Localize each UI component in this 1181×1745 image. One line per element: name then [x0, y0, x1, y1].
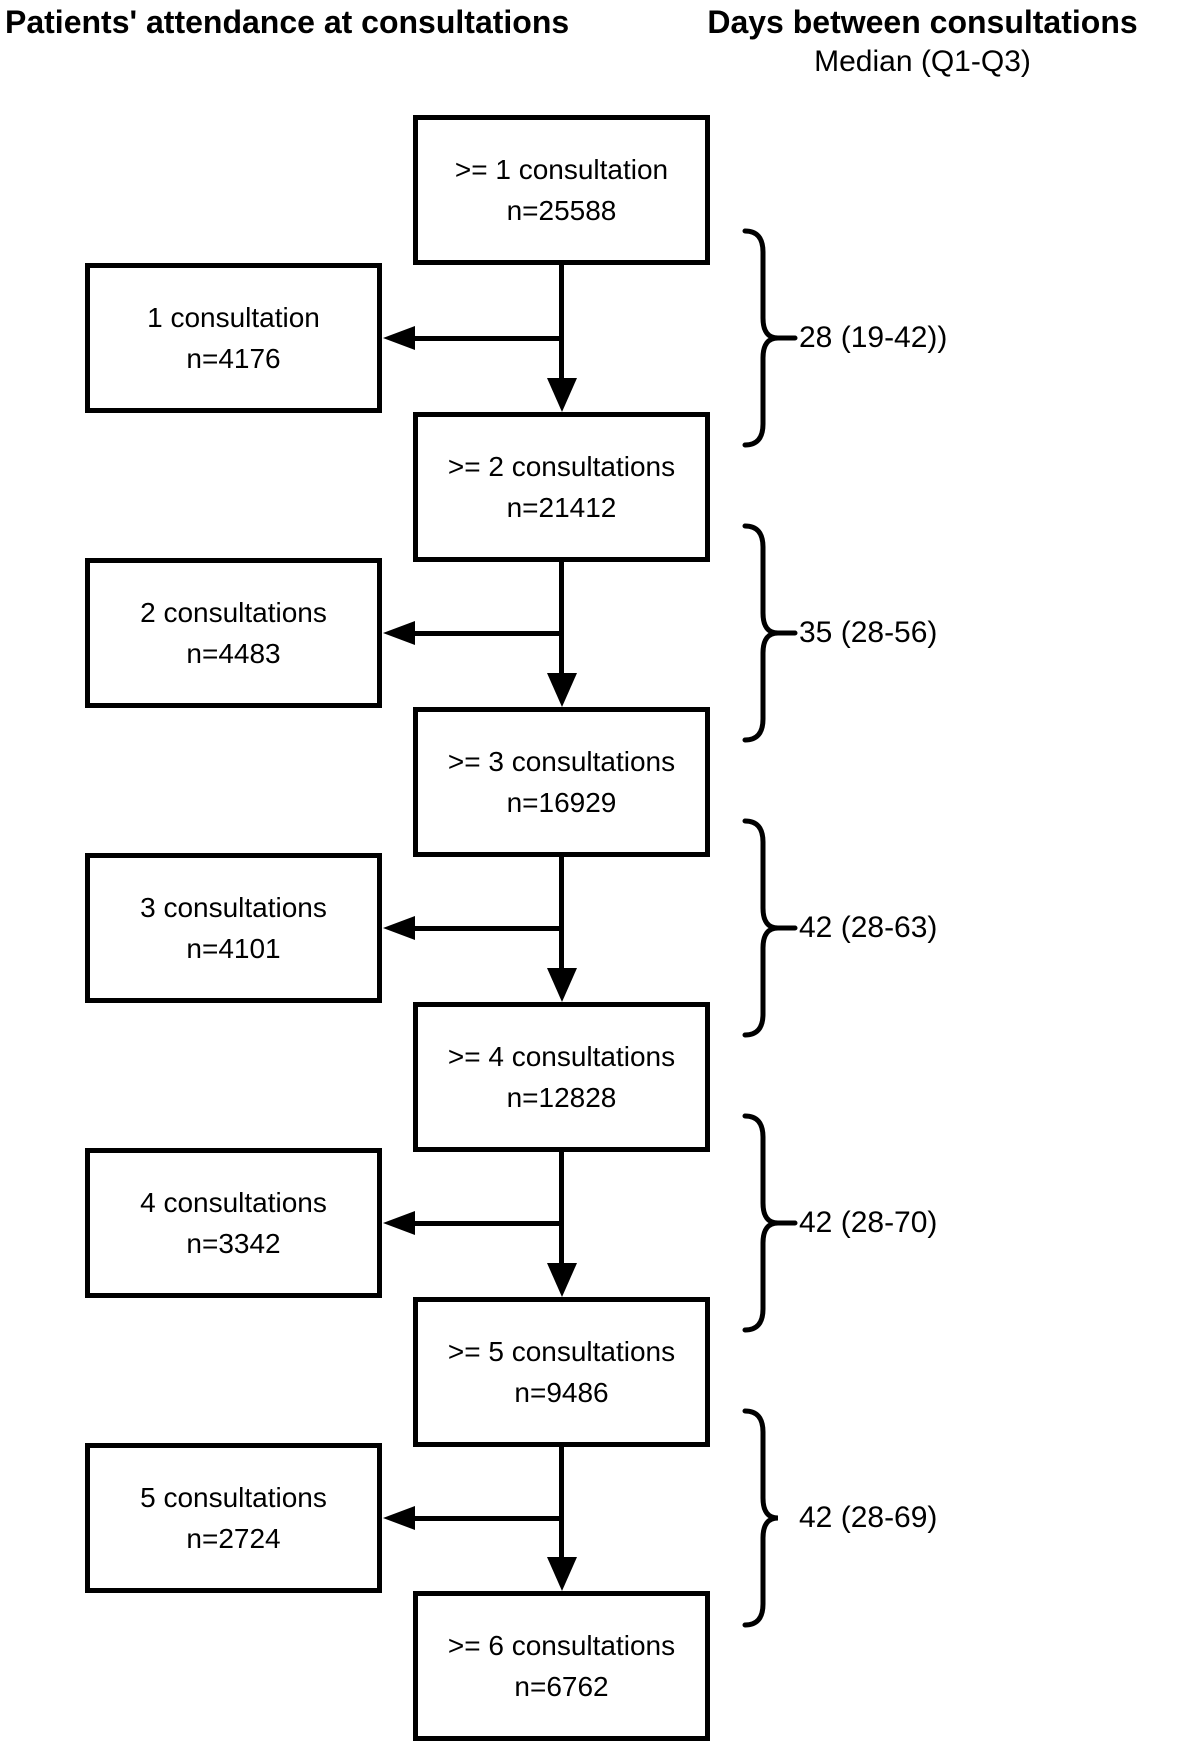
exit-box-label: 4 consultations [140, 1187, 327, 1218]
left-arrow-icon [383, 1211, 415, 1235]
flow-line-down-4 [559, 1147, 564, 1265]
flow-line-down-3 [559, 852, 564, 970]
left-arrow-icon [383, 1506, 415, 1530]
interval-value-4: 42 (28-70) [799, 1206, 938, 1239]
exit-box-label: 3 consultations [140, 892, 327, 923]
main-box-label: >= 6 consultations [447, 1630, 676, 1661]
exit-box-2: 2 consultations n=4483 [85, 558, 382, 708]
branch-line-5 [413, 1516, 564, 1521]
brace-icon [742, 1408, 779, 1628]
exit-box-label: 2 consultations [140, 597, 327, 628]
brace-icon [742, 818, 798, 1038]
attendance-column-title: Patients' attendance at consultations [5, 4, 570, 40]
left-arrow-icon [383, 326, 415, 350]
main-box-count: n=12828 [506, 1082, 617, 1113]
branch-line-1 [413, 336, 564, 341]
interval-value-3: 42 (28-63) [799, 911, 938, 944]
interval-value-1: 28 (19-42)) [799, 321, 948, 354]
main-box-count: n=25588 [506, 195, 617, 226]
days-column-subtitle: Median (Q1-Q3) [814, 45, 1031, 78]
brace-icon [742, 228, 798, 448]
exit-box-4: 4 consultations n=3342 [85, 1148, 382, 1298]
main-box-label: >= 2 consultations [447, 451, 676, 482]
interval-value-2: 35 (28-56) [799, 616, 938, 649]
down-arrow-icon [547, 968, 577, 1002]
branch-line-4 [413, 1221, 564, 1226]
flow-line-down-5 [559, 1442, 564, 1560]
down-arrow-icon [547, 673, 577, 707]
exit-box-count: n=4176 [186, 343, 281, 374]
main-box-count: n=16929 [506, 787, 617, 818]
brace-icon [742, 523, 798, 743]
down-arrow-icon [547, 1263, 577, 1297]
exit-box-3: 3 consultations n=4101 [85, 853, 382, 1003]
main-box-label: >= 4 consultations [447, 1041, 676, 1072]
branch-line-2 [413, 631, 564, 636]
main-box-gte-6: >= 6 consultations n=6762 [413, 1591, 710, 1741]
main-box-gte-3: >= 3 consultations n=16929 [413, 707, 710, 857]
interval-value-5: 42 (28-69) [799, 1501, 938, 1534]
main-box-label: >= 5 consultations [447, 1336, 676, 1367]
main-box-label: >= 3 consultations [447, 746, 676, 777]
main-box-label: >= 1 consultation [454, 154, 669, 185]
exit-box-count: n=4483 [186, 638, 281, 669]
exit-box-count: n=3342 [186, 1228, 281, 1259]
exit-box-label: 5 consultations [140, 1482, 327, 1513]
exit-box-count: n=2724 [186, 1523, 281, 1554]
exit-box-5: 5 consultations n=2724 [85, 1443, 382, 1593]
left-arrow-icon [383, 621, 415, 645]
days-column-title: Days between consultations [707, 4, 1138, 40]
days-column-header: Days between consultations Median (Q1-Q3… [664, 2, 1181, 82]
main-box-count: n=6762 [514, 1671, 609, 1702]
brace-icon [742, 1113, 798, 1333]
main-box-gte-5: >= 5 consultations n=9486 [413, 1297, 710, 1447]
main-box-gte-4: >= 4 consultations n=12828 [413, 1002, 710, 1152]
branch-line-3 [413, 926, 564, 931]
left-arrow-icon [383, 916, 415, 940]
main-box-gte-2: >= 2 consultations n=21412 [413, 412, 710, 562]
flow-line-down-1 [559, 262, 564, 380]
exit-box-1: 1 consultation n=4176 [85, 263, 382, 413]
flow-line-down-2 [559, 557, 564, 675]
main-box-gte-1: >= 1 consultation n=25588 [413, 115, 710, 265]
down-arrow-icon [547, 1557, 577, 1591]
main-box-count: n=21412 [506, 492, 617, 523]
down-arrow-icon [547, 378, 577, 412]
exit-box-count: n=4101 [186, 933, 281, 964]
exit-box-label: 1 consultation [147, 302, 320, 333]
main-box-count: n=9486 [514, 1377, 609, 1408]
